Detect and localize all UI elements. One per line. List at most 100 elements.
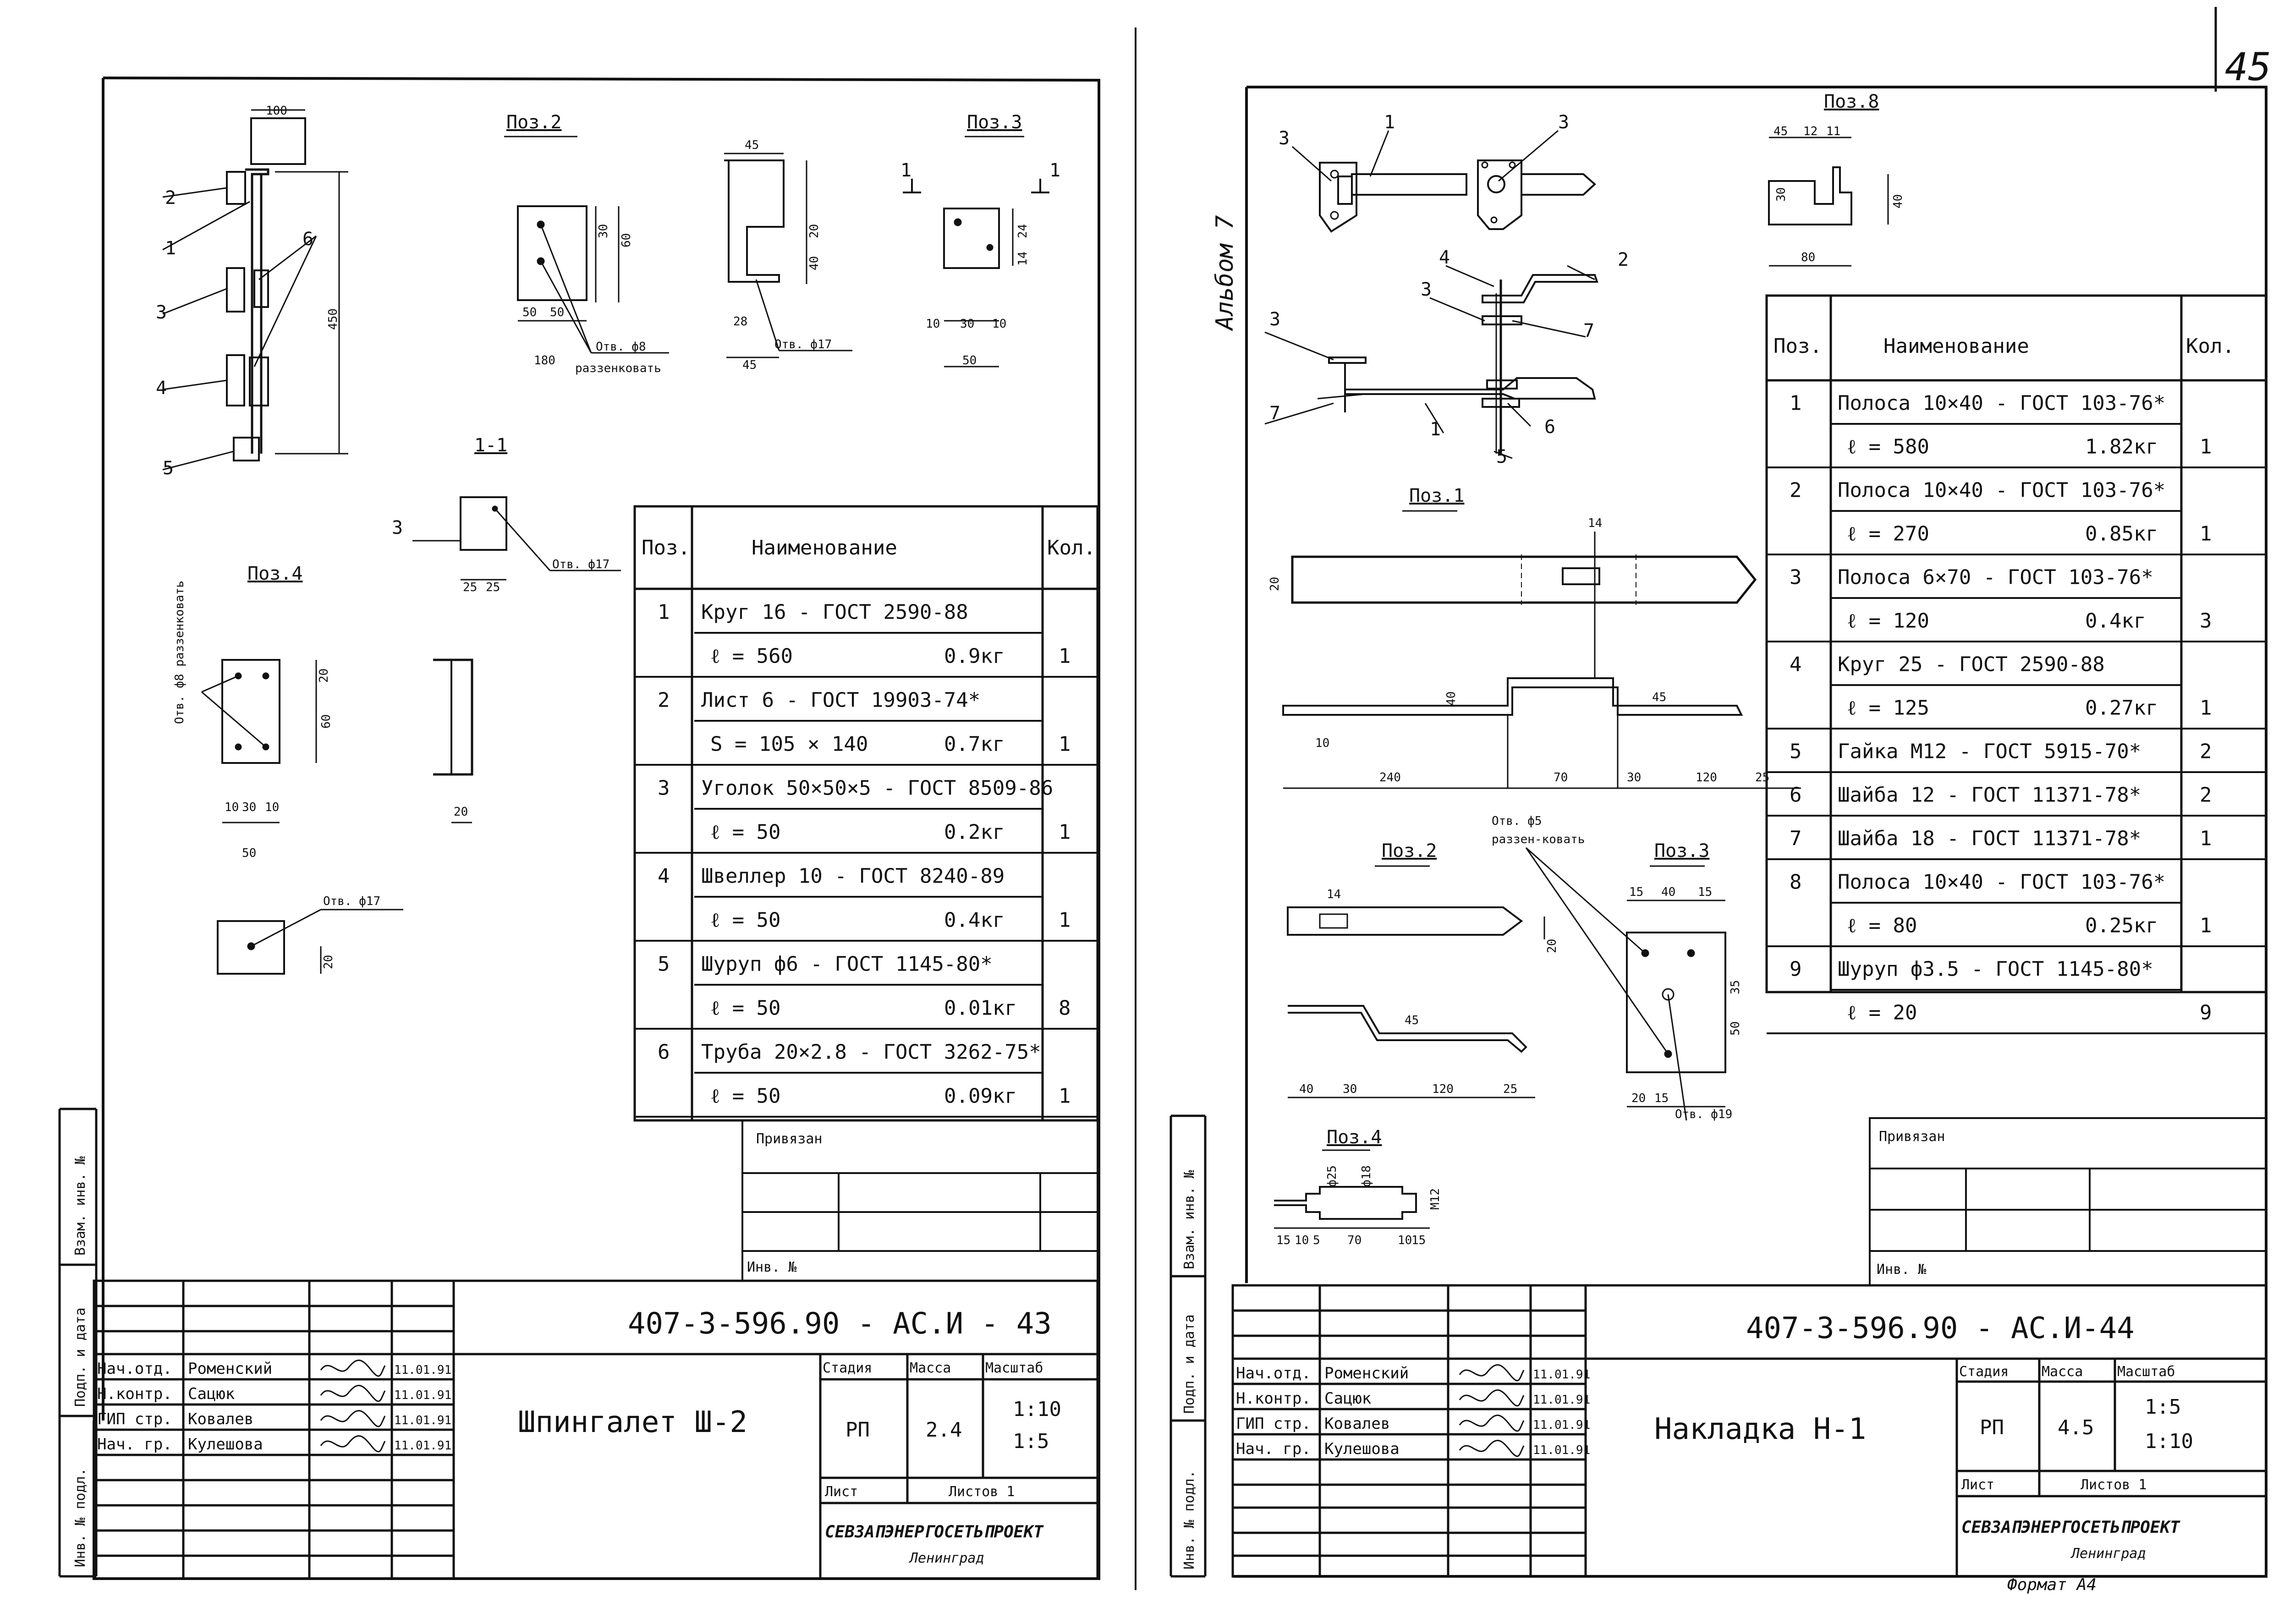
note-countersink: раззенковать bbox=[575, 362, 661, 375]
spec-pos: 5 bbox=[658, 952, 670, 976]
stamp-date: 11.01.91 bbox=[1533, 1393, 1590, 1407]
r-dim-120a: 120 bbox=[1696, 771, 1717, 785]
spec-length: S = 105 × 140 bbox=[710, 732, 868, 756]
right-stamp-title: Накладка Н-1 bbox=[1654, 1412, 1866, 1446]
callout-4: 4 bbox=[156, 378, 167, 399]
signature-mark bbox=[1459, 1364, 1525, 1382]
r-dim-45: 45 bbox=[1773, 125, 1788, 138]
r-dim-m12: М12 bbox=[1428, 1188, 1442, 1210]
r-dim-70b: 70 bbox=[1347, 1234, 1362, 1247]
dim-20: 20 bbox=[807, 224, 821, 238]
right-stamp-stage: РП bbox=[1980, 1416, 2004, 1439]
spec-pos: 7 bbox=[1790, 827, 1802, 850]
cut-mark-left: 1 bbox=[900, 160, 911, 181]
right-view-pos8: Поз.8 bbox=[1824, 91, 1879, 112]
spec-qty: 1 bbox=[2200, 435, 2212, 459]
dim-40: 40 bbox=[807, 256, 821, 270]
spec-mass: 0.9кг bbox=[944, 644, 1005, 668]
r-dim-80: 80 bbox=[1801, 251, 1815, 264]
spec-length: ℓ = 120 bbox=[1847, 609, 1929, 633]
r-dim-10b: 10 bbox=[1295, 1234, 1309, 1247]
left-title-block bbox=[93, 1279, 1099, 1580]
spec-mass: 0.85кг bbox=[2085, 522, 2158, 546]
r-dim-10c: 10 bbox=[1398, 1234, 1412, 1247]
spec-pos: 5 bbox=[1790, 740, 1802, 763]
spec-length: ℓ = 50 bbox=[710, 908, 781, 932]
dim-24: 24 bbox=[1016, 224, 1030, 238]
r-dim-30c: 30 bbox=[1343, 1082, 1357, 1096]
r-callout-3b: 3 bbox=[1558, 112, 1569, 133]
r-callout-1b: 1 bbox=[1430, 419, 1441, 440]
stamp-date: 11.01.91 bbox=[394, 1363, 451, 1377]
r-dim-35: 35 bbox=[1729, 980, 1742, 994]
dim-20c: 20 bbox=[454, 805, 468, 819]
signature-mark bbox=[320, 1410, 386, 1427]
right-spec-row-lines bbox=[1767, 423, 2266, 1034]
r-note-hole19: Отв. ф19 bbox=[1675, 1108, 1732, 1121]
left-section-drawing bbox=[412, 496, 621, 581]
left-stamp-org: СЕВЗАПЭНЕРГОСЕТЬПРОЕКТ bbox=[825, 1523, 1044, 1542]
spec-qty: 1 bbox=[1059, 644, 1071, 668]
right-spec-header-qty: Кол. bbox=[2186, 335, 2235, 358]
r-callout-7a: 7 bbox=[1583, 320, 1594, 341]
dim-60b: 60 bbox=[319, 714, 333, 729]
spec-name: Шуруп ф3.5 - ГОСТ 1145-80* bbox=[1838, 958, 2153, 981]
spec-length: ℓ = 50 bbox=[710, 1084, 781, 1108]
right-stamp-scale2: 1:10 bbox=[2145, 1430, 2193, 1453]
spec-mass: 0.2кг bbox=[944, 820, 1005, 844]
stamp-date: 11.01.91 bbox=[1533, 1368, 1590, 1382]
dim-25a: 25 bbox=[463, 581, 477, 594]
right-stamp-code: 407-3-596.90 - АС.И-44 bbox=[1746, 1311, 2135, 1345]
callout-1: 1 bbox=[165, 238, 176, 259]
spec-pos: 1 bbox=[1790, 392, 1802, 415]
spec-qty: 2 bbox=[2200, 740, 2212, 763]
spec-length: ℓ = 270 bbox=[1847, 522, 1929, 546]
right-sheet: Альбом 7 Взам. инв. № Подп. и дата Инв. … bbox=[1169, 86, 2268, 1594]
right-view-pos4: Поз.4 bbox=[1327, 1127, 1382, 1148]
r-dim-d18: ф18 bbox=[1360, 1165, 1373, 1187]
dim-50d: 50 bbox=[242, 846, 256, 860]
right-pos8-drawing bbox=[1768, 137, 1889, 267]
r-callout-3c: 3 bbox=[1421, 279, 1432, 300]
dim-20e: 20 bbox=[322, 955, 335, 969]
spec-pos: 3 bbox=[1790, 566, 1802, 589]
spec-name: Шайба 12 - ГОСТ 11371-78* bbox=[1838, 784, 2141, 807]
dim-450: 450 bbox=[326, 308, 340, 330]
r-dim-40: 40 bbox=[1891, 194, 1905, 208]
left-sheet: Взам. инв. № Подп. и дата Инв. № подл. 1… bbox=[58, 77, 1100, 1580]
album-label: Альбом 7 bbox=[1211, 215, 1239, 331]
spec-name: Полоса 10×40 - ГОСТ 103-76* bbox=[1838, 392, 2165, 415]
right-stamp-org: СЕВЗАПЭНЕРГОСЕТЬПРОЕКТ bbox=[1961, 1518, 2180, 1537]
r-dim-30b: 30 bbox=[1627, 771, 1641, 785]
spec-pos: 2 bbox=[658, 688, 670, 712]
r-callout-3a: 3 bbox=[1279, 128, 1290, 149]
left-main-view: 100 450 bbox=[162, 104, 348, 471]
right-assembly-side bbox=[1264, 265, 1598, 459]
right-binding-title: Привязан bbox=[1879, 1129, 1945, 1145]
dim-20d: 20 bbox=[317, 669, 331, 683]
dim-30: 30 bbox=[597, 224, 610, 238]
r-dim-25b: 25 bbox=[1503, 1082, 1517, 1096]
left-stamp-mass: 2.4 bbox=[926, 1418, 962, 1442]
spec-pos: 2 bbox=[1790, 479, 1802, 502]
spec-mass: 0.25кг bbox=[2085, 914, 2158, 938]
dim-45b: 45 bbox=[742, 358, 757, 372]
r-callout-5: 5 bbox=[1496, 446, 1507, 467]
r-dim-15c: 15 bbox=[1654, 1092, 1669, 1105]
right-side-label-2: Подп. и дата bbox=[1181, 1314, 1197, 1414]
left-view-pos3: Поз.3 bbox=[967, 112, 1022, 133]
spec-pos: 6 bbox=[1790, 784, 1802, 807]
r-dim-50: 50 bbox=[1729, 1021, 1742, 1036]
spec-qty: 9 bbox=[2200, 1001, 2212, 1025]
callout-3: 3 bbox=[156, 302, 167, 323]
stamp-date: 11.01.91 bbox=[1533, 1443, 1590, 1457]
spec-pos: 4 bbox=[1790, 653, 1802, 676]
right-view-pos1: Поз.1 bbox=[1409, 485, 1464, 506]
spec-mass: 0.27кг bbox=[2085, 697, 2158, 720]
r-dim-5: 5 bbox=[1313, 1234, 1320, 1247]
r-dim-10a: 10 bbox=[1315, 736, 1329, 750]
spec-qty: 1 bbox=[1059, 820, 1071, 844]
stamp-date: 11.01.91 bbox=[394, 1414, 451, 1427]
stamp-date: 11.01.91 bbox=[1533, 1418, 1590, 1432]
